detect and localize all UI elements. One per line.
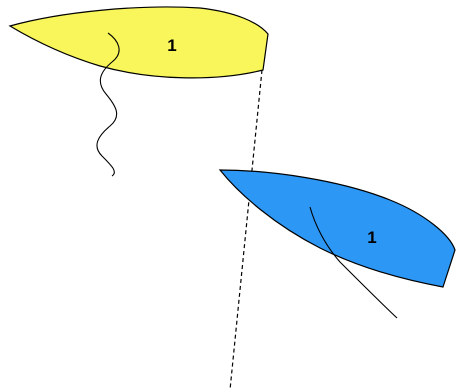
yellow-boat-number: 1 (167, 36, 176, 55)
dashed-line (230, 70, 262, 390)
blue-boat: 1 (220, 170, 455, 318)
blue-boat-hull (220, 170, 455, 287)
yellow-boat-hull (10, 7, 268, 78)
yellow-boat: 1 (10, 7, 268, 176)
blue-boat-number: 1 (367, 228, 376, 247)
